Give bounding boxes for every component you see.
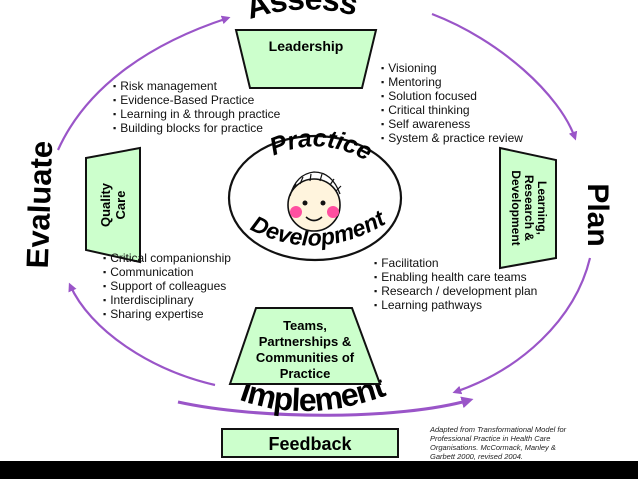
learning-line-1: Learning, — [535, 181, 549, 235]
stage-assess: Assess — [242, 0, 361, 26]
credit-line: Organisations. McCormack, Manley & — [430, 443, 610, 452]
list-item: Support of colleagues — [103, 280, 231, 294]
practice-development-center: Practice Development — [229, 124, 401, 260]
list-item: Enabling health care teams — [374, 271, 537, 285]
list-top-right: Visioning Mentoring Solution focused Cri… — [381, 62, 523, 146]
list-bottom-left: Critical companionship Communication Sup… — [103, 252, 231, 322]
list-item: Risk management — [113, 80, 280, 94]
feedback-label: Feedback — [268, 434, 352, 454]
stage-plan: Plan — [581, 183, 614, 246]
list-item: Learning pathways — [374, 299, 537, 313]
list-item: Critical thinking — [381, 104, 523, 118]
list-bottom-right: Facilitation Enabling health care teams … — [374, 257, 537, 313]
list-item: Building blocks for practice — [113, 122, 280, 136]
list-item: Communication — [103, 266, 231, 280]
list-item: Mentoring — [381, 76, 523, 90]
list-item: Learning in & through practice — [113, 108, 280, 122]
teams-line-1: Teams, — [283, 318, 327, 333]
list-item: Sharing expertise — [103, 308, 231, 322]
stage-evaluate: Evaluate — [20, 140, 59, 269]
list-item: System & practice review — [381, 132, 523, 146]
learning-research-box: Learning, Research & Development — [500, 148, 556, 268]
list-item: Critical companionship — [103, 252, 231, 266]
learning-line-2: Research & — [522, 175, 536, 241]
list-item: Evidence-Based Practice — [113, 94, 280, 108]
teams-partnerships-box: Teams, Partnerships & Communities of Pra… — [230, 308, 380, 384]
list-item: Facilitation — [374, 257, 537, 271]
quality-care-box: Quality Care — [86, 148, 140, 262]
teams-line-3: Communities of — [256, 350, 355, 365]
leadership-label: Leadership — [269, 38, 344, 54]
list-item: Solution focused — [381, 90, 523, 104]
teams-line-4: Practice — [280, 366, 331, 381]
list-item: Self awareness — [381, 118, 523, 132]
list-item: Interdisciplinary — [103, 294, 231, 308]
list-item: Research / development plan — [374, 285, 537, 299]
credit-line: Adapted from Transformational Model for — [430, 425, 610, 434]
credit-line: Garbett 2000, revised 2004. — [430, 452, 610, 461]
quality-line-2: Care — [113, 191, 128, 220]
credit-line: Professional Practice in Health Care — [430, 434, 610, 443]
learning-line-3: Development — [509, 170, 523, 245]
quality-line-1: Quality — [98, 182, 113, 227]
list-top-left: Risk management Evidence-Based Practice … — [113, 80, 280, 136]
feedback-box: Feedback — [222, 429, 398, 457]
list-item: Visioning — [381, 62, 523, 76]
source-credit: Adapted from Transformational Model for … — [430, 425, 610, 461]
teams-line-2: Partnerships & — [259, 334, 351, 349]
bottom-black-bar — [0, 461, 638, 479]
